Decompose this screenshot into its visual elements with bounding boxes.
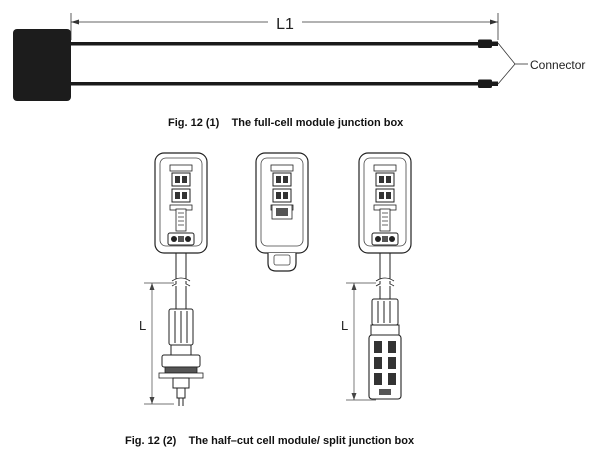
l-dimension-left (144, 282, 174, 405)
connector-left-nut (168, 308, 194, 346)
connector-left-body (158, 344, 204, 406)
l-dimension-right (346, 282, 376, 401)
connector-callout-label: Connector (530, 58, 585, 72)
connector-lower (478, 79, 498, 88)
split-box-left-assembly (154, 152, 208, 406)
l1-arrow-left (71, 19, 79, 25)
connector-right-body (368, 324, 402, 400)
split-box-right-assembly (358, 152, 412, 400)
l1-label: L1 (276, 16, 294, 33)
full-cell-junction-box: L1 Connector Fig. 12 (1) The full-cell m… (13, 12, 585, 129)
connector-upper (478, 39, 498, 48)
l-label-right: L (341, 318, 348, 333)
l1-arrow-right (490, 19, 498, 25)
junction-box-body (13, 29, 71, 101)
connector-right-nut (371, 298, 399, 326)
caption-fig-12-2: Fig. 12 (2) The half–cut cell module/ sp… (125, 435, 415, 447)
caption-fig-12-1: Fig. 12 (1) The full-cell module junctio… (168, 117, 404, 129)
connector-leader-lines (497, 42, 528, 85)
split-box-center (255, 152, 309, 272)
cable-lower (71, 82, 479, 86)
cable-upper (71, 42, 479, 46)
l-label-left: L (139, 318, 146, 333)
